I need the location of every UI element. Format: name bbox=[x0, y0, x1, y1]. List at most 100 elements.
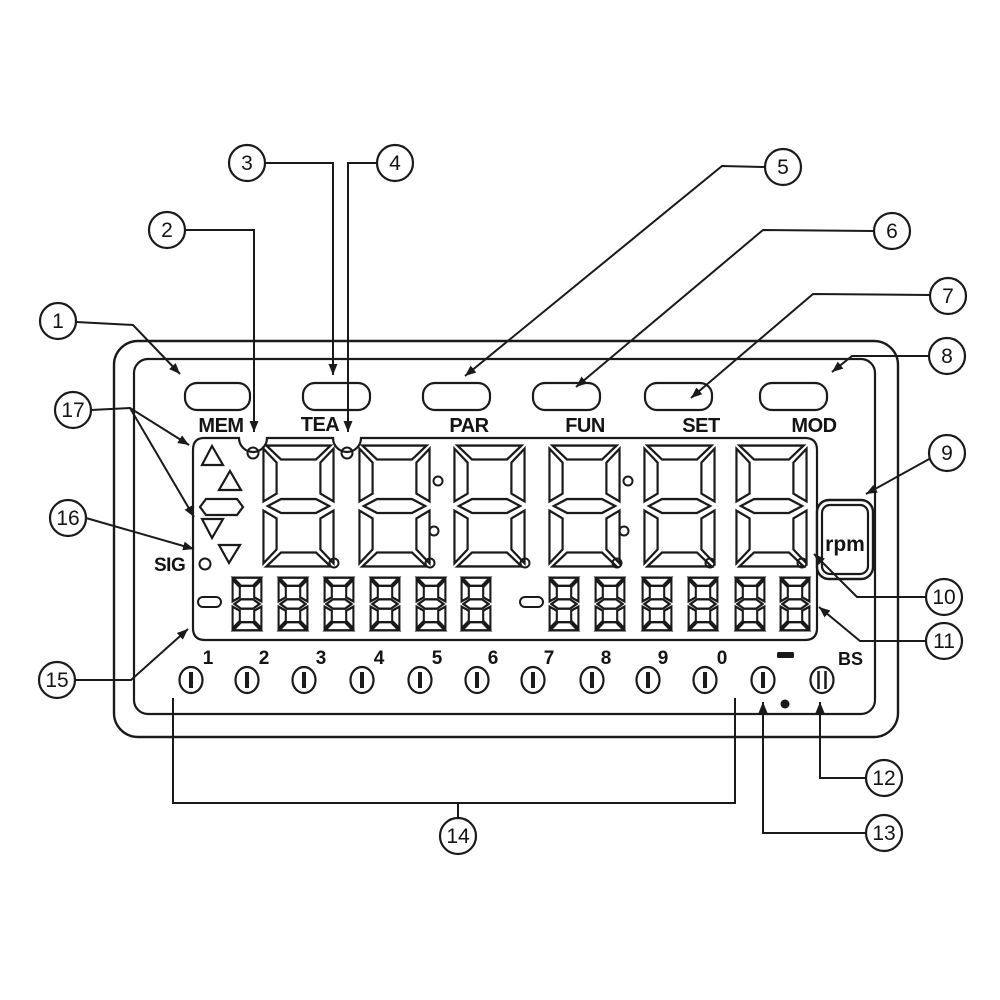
outer-bezel bbox=[112, 339, 900, 739]
fun-button bbox=[531, 381, 602, 412]
callout-leaders bbox=[75, 162, 932, 834]
down-arrow-icon-1 bbox=[200, 517, 225, 541]
key-oval-2 bbox=[234, 665, 260, 695]
key-oval-bs bbox=[809, 665, 835, 695]
tea-button bbox=[301, 381, 372, 412]
callout-12-number: 12 bbox=[872, 767, 895, 790]
fun-button-label: FUN bbox=[565, 415, 605, 437]
callout-7: 7 bbox=[928, 276, 968, 316]
callout-15: 15 bbox=[37, 660, 77, 700]
key-label-9: 9 bbox=[658, 648, 669, 669]
colon-dot-lower-2 bbox=[618, 525, 630, 537]
key-label-4: 4 bbox=[374, 648, 385, 669]
callout-1: 1 bbox=[38, 301, 78, 341]
decimal-dot-3 bbox=[519, 557, 531, 569]
leader-3 bbox=[265, 162, 338, 375]
callout-12: 12 bbox=[864, 758, 904, 798]
rpm-label: rpm bbox=[825, 533, 865, 556]
colon-dot-upper-1 bbox=[432, 475, 444, 487]
inner-bezel bbox=[132, 357, 877, 716]
up-arrow-icon-2 bbox=[217, 468, 243, 492]
rpm-unit-box: rpm bbox=[815, 498, 875, 581]
set-button bbox=[643, 381, 714, 412]
set-button-label: SET bbox=[682, 415, 720, 437]
callout-11-number: 11 bbox=[933, 630, 955, 653]
up-arrow-icon-1 bbox=[200, 443, 225, 467]
main-digit-display bbox=[262, 444, 808, 568]
indicator-dot-top-2 bbox=[340, 446, 354, 460]
callout-7-number: 7 bbox=[942, 285, 954, 308]
leader-1 bbox=[75, 321, 181, 375]
key-label-0: 0 bbox=[717, 648, 728, 669]
key-label-3: 3 bbox=[316, 648, 327, 669]
indicator-dot-top-1 bbox=[246, 446, 260, 460]
leader-12 bbox=[815, 702, 866, 779]
small-display-minus-left bbox=[197, 596, 222, 608]
callout-3-number: 3 bbox=[241, 152, 253, 175]
small-digit-display-right bbox=[548, 576, 811, 632]
key-label-1: 1 bbox=[203, 648, 214, 669]
decimal-dot-1 bbox=[328, 557, 340, 569]
key-label-6: 6 bbox=[488, 648, 499, 669]
leader-9 bbox=[865, 457, 932, 495]
callout-11: 11 bbox=[924, 621, 964, 661]
leader-10 bbox=[813, 553, 926, 598]
callout-2-number: 2 bbox=[161, 219, 173, 242]
colon-dot-lower-1 bbox=[428, 525, 440, 537]
key-oval-4 bbox=[349, 665, 375, 695]
decimal-dot-6 bbox=[796, 557, 808, 569]
bs-label: BS bbox=[838, 649, 863, 669]
callout-17-number: 17 bbox=[61, 399, 84, 422]
leader-11 bbox=[818, 606, 926, 642]
leader-5 bbox=[464, 164, 766, 377]
key-label-8: 8 bbox=[601, 648, 612, 669]
callout-14: 14 bbox=[438, 816, 478, 856]
leader-13 bbox=[758, 702, 866, 834]
sig-indicator-dot bbox=[198, 557, 212, 571]
mod-button-label: MOD bbox=[791, 415, 836, 437]
key-oval-0 bbox=[692, 665, 718, 695]
callout-14-number: 14 bbox=[446, 825, 470, 848]
key-oval-1 bbox=[178, 665, 204, 695]
key-label-5: 5 bbox=[432, 648, 443, 669]
callout-13-number: 13 bbox=[872, 822, 895, 845]
callout-6-number: 6 bbox=[886, 220, 898, 243]
dot-indicator-filled bbox=[780, 699, 790, 709]
small-display-minus-right bbox=[519, 596, 544, 608]
leader-14-bracket bbox=[172, 698, 736, 818]
leader-7 bbox=[690, 292, 931, 399]
callout-4: 4 bbox=[375, 143, 415, 183]
callout-17: 17 bbox=[53, 390, 93, 430]
callout-15-number: 15 bbox=[45, 669, 68, 692]
leader-2 bbox=[185, 229, 259, 432]
callout-8: 8 bbox=[927, 336, 967, 376]
callout-10: 10 bbox=[924, 577, 964, 617]
tea-button-label: TEA bbox=[301, 414, 340, 436]
callout-10-number: 10 bbox=[932, 586, 955, 609]
key-oval-8 bbox=[579, 665, 605, 695]
callout-5-number: 5 bbox=[777, 156, 789, 179]
callout-8-number: 8 bbox=[941, 345, 953, 368]
callout-9: 9 bbox=[927, 433, 967, 473]
callout-bubbles: 1 2 3 4 5 6 7 8 9 10 11 12 13 14 15 16 1… bbox=[37, 143, 968, 856]
par-button-label: PAR bbox=[449, 415, 489, 437]
sig-label: SIG bbox=[154, 555, 185, 576]
callout-9-number: 9 bbox=[941, 442, 953, 465]
mem-button-label: MEM bbox=[198, 415, 243, 437]
small-digit-display-left bbox=[231, 576, 492, 632]
callout-6: 6 bbox=[872, 211, 912, 251]
mem-button bbox=[183, 381, 252, 412]
leader-15 bbox=[75, 628, 189, 681]
key-oval-7 bbox=[520, 665, 546, 695]
leader-8 bbox=[831, 355, 929, 373]
key-oval-9 bbox=[635, 665, 661, 695]
callout-16: 16 bbox=[48, 498, 88, 538]
key-indicator-row: 1 2 3 4 5 6 7 8 9 0 BS bbox=[178, 648, 863, 709]
decimal-dot-5 bbox=[704, 557, 716, 569]
par-button bbox=[421, 381, 492, 412]
leader-16 bbox=[85, 517, 195, 551]
key-label-7: 7 bbox=[544, 648, 555, 669]
callout-5: 5 bbox=[763, 147, 803, 187]
